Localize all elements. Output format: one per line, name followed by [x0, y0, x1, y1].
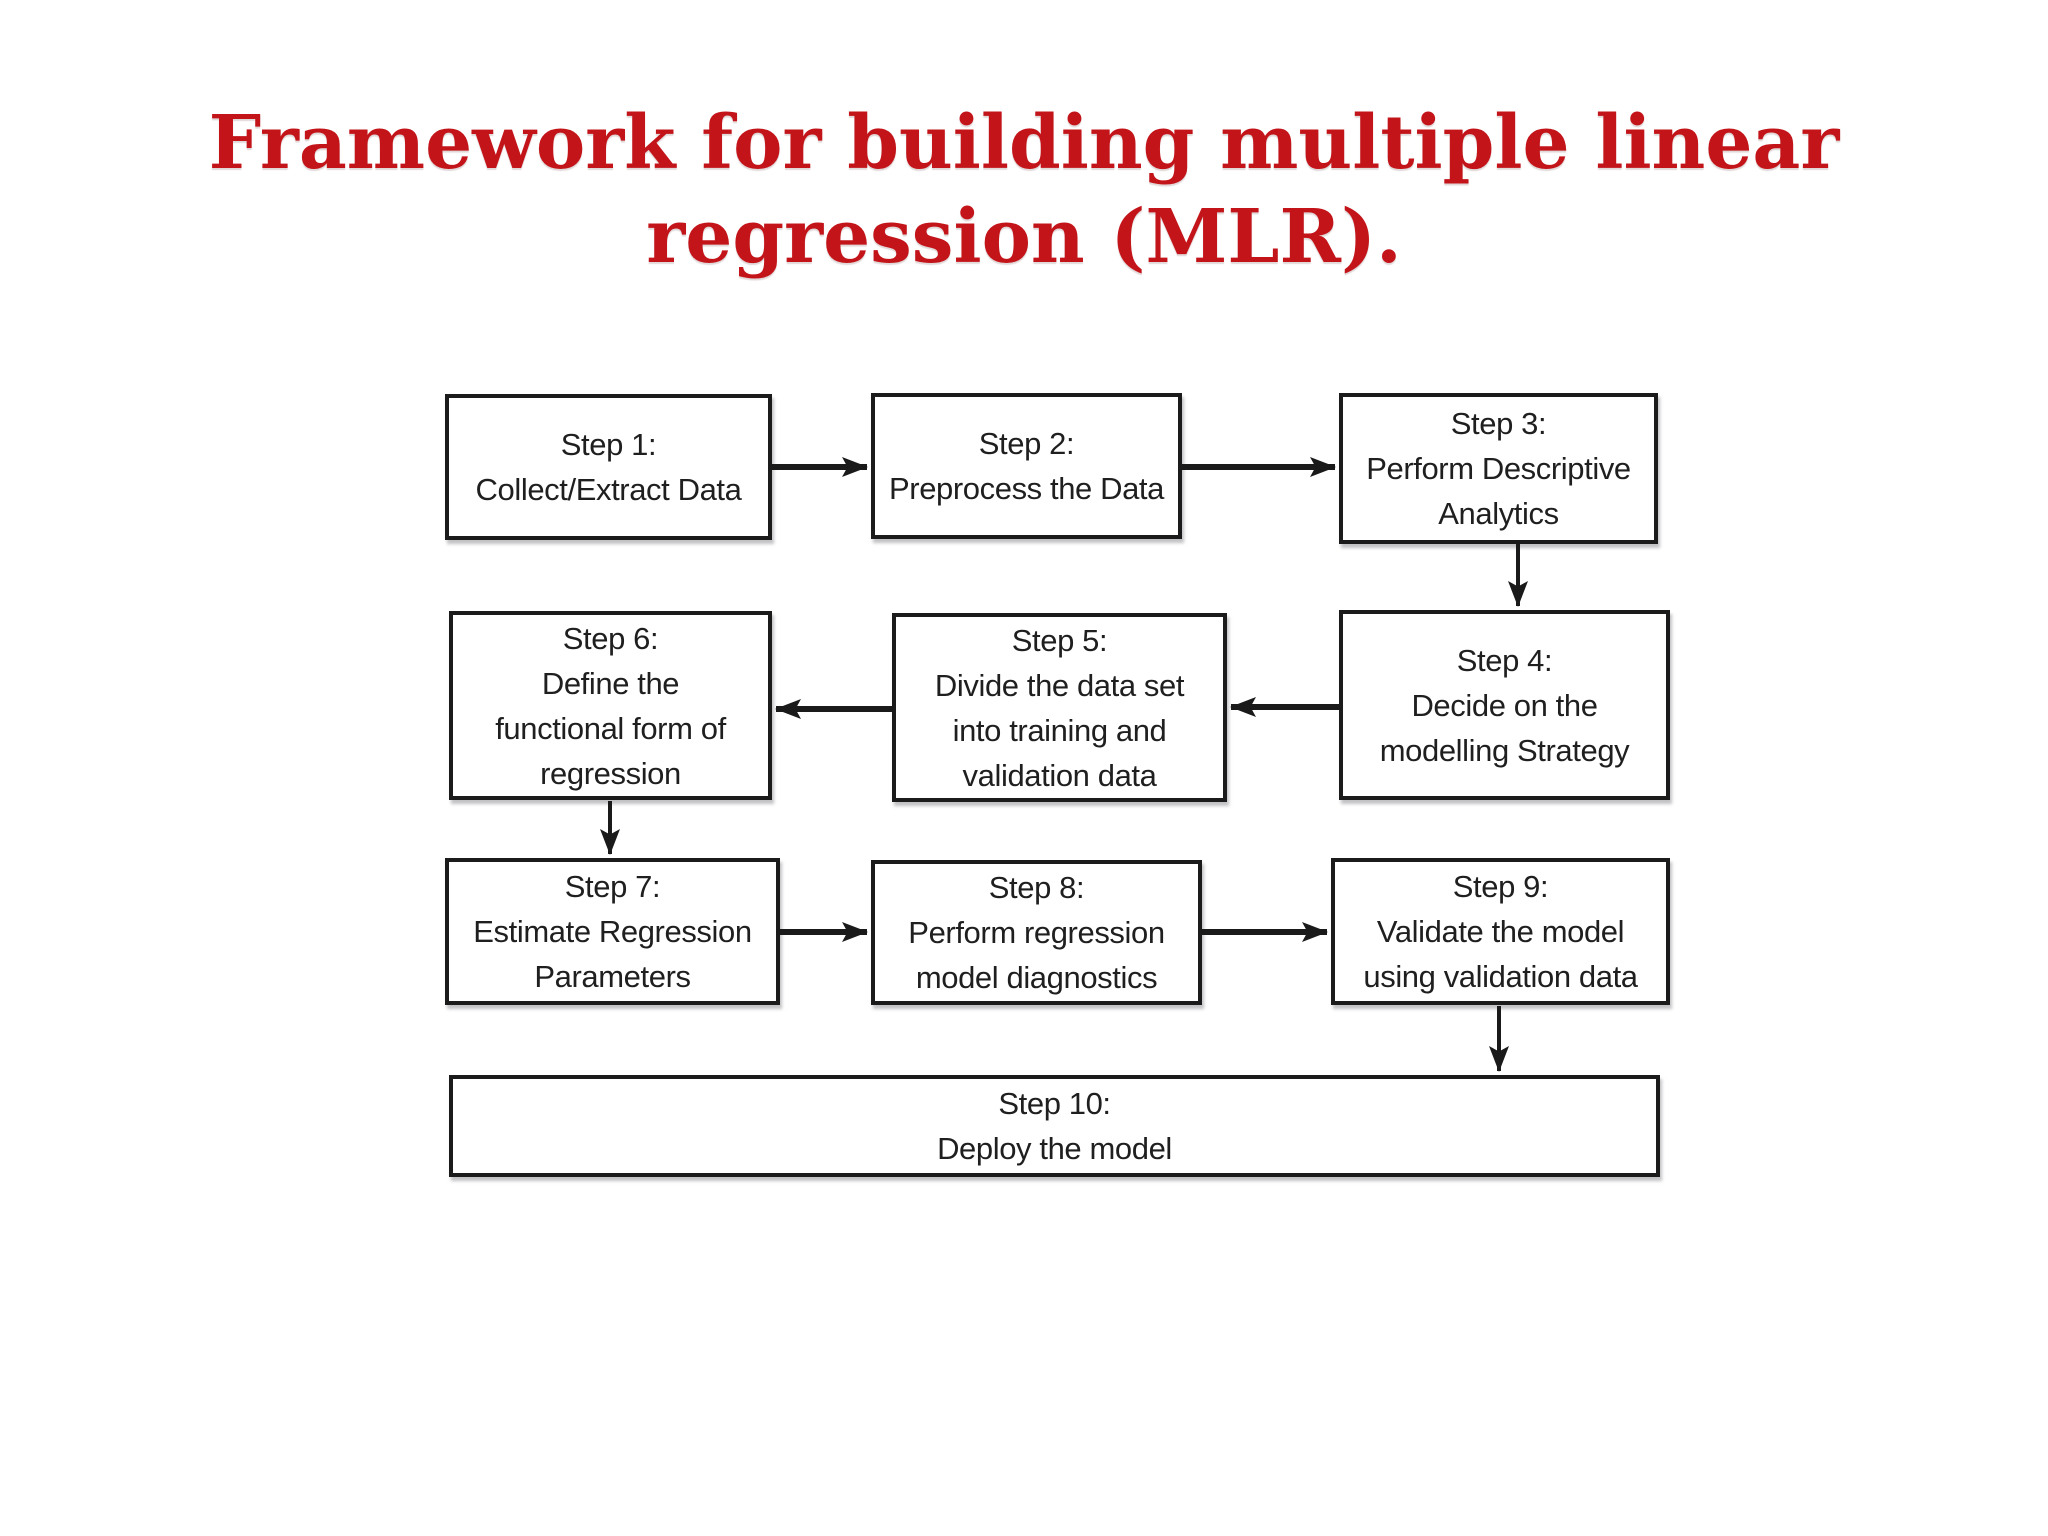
node-text-line: Step 4:: [1456, 642, 1553, 678]
node-text-line: Define the: [541, 665, 680, 701]
node-text-line: Divide the data set: [934, 667, 1185, 703]
node-text-line: Parameters: [534, 959, 691, 994]
title-line-1: Framework for building multiple linear: [208, 100, 1840, 186]
flow-node-step-4: Step 4: Decide on the modelling Strategy: [1339, 610, 1670, 800]
node-text-line: into training and: [952, 712, 1167, 748]
node-text-line: Step 3:: [1450, 406, 1547, 441]
flow-node-step-5: Step 5: Divide the data set into training …: [892, 613, 1227, 802]
flow-node-step-1: Step 1: Collect/Extract Data: [445, 394, 772, 540]
node-text-line: modelling Strategy: [1379, 732, 1630, 768]
flow-node-step-9: Step 9: Validate the model using validatio…: [1331, 858, 1670, 1005]
node-text-line: Preprocess the Data: [889, 471, 1164, 506]
node-text-line: Step 7:: [564, 869, 661, 904]
node-text-line: validation data: [962, 757, 1157, 793]
flow-node-step-6: Step 6: Define the functional form of regre…: [449, 611, 772, 800]
node-text-line: Deploy the model: [937, 1131, 1172, 1166]
node-text-line: Analytics: [1438, 496, 1559, 531]
page-title: Framework for building multiple linear r…: [0, 96, 2048, 284]
node-text-line: Collect/Extract Data: [475, 472, 742, 507]
node-text-line: Perform regression: [908, 915, 1165, 950]
flow-node-step-10: Step 10: Deploy the model: [449, 1075, 1660, 1177]
node-text-line: model diagnostics: [915, 960, 1158, 995]
title-line-2: regression (MLR).: [646, 194, 1402, 280]
flow-node-step-2: Step 2: Preprocess the Data: [871, 393, 1182, 539]
node-text-line: Estimate Regression: [473, 914, 752, 949]
node-text-line: Decide on the: [1411, 687, 1598, 723]
node-text-line: Step 1:: [560, 427, 657, 462]
flow-node-step-8: Step 8: Perform regression model diagnosti…: [871, 860, 1202, 1005]
node-text-line: Step 6:: [562, 620, 659, 656]
node-text-line: Perform Descriptive: [1366, 451, 1631, 486]
node-text-line: regression: [540, 755, 681, 791]
node-text-line: Step 5:: [1011, 622, 1108, 658]
node-text-line: Step 2:: [978, 426, 1075, 461]
node-text-line: Step 8:: [988, 870, 1085, 905]
node-text-line: Step 10:: [998, 1086, 1111, 1121]
node-text-line: functional form of: [495, 710, 726, 746]
node-text-line: using validation data: [1363, 959, 1638, 994]
node-text-line: Step 9:: [1452, 869, 1549, 904]
node-text-line: Validate the model: [1376, 914, 1625, 949]
